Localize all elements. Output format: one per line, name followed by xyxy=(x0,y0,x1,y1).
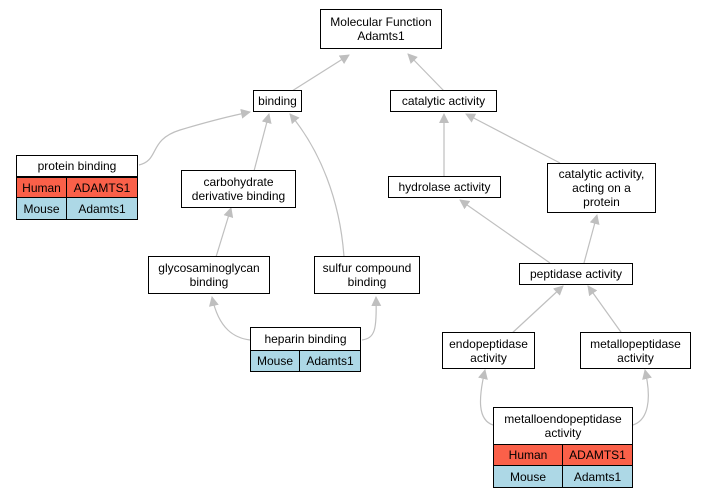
node-carbohydrate-derivative-binding[interactable]: carbohydrate derivative binding xyxy=(181,170,296,208)
edge-peptidase-to-catalytic-protein xyxy=(583,214,600,264)
node-metallopeptidase-activity[interactable]: metallopeptidase activity xyxy=(580,332,691,369)
node-catalytic-activity-acting-on-protein[interactable]: catalytic activity, acting on a protein xyxy=(547,163,656,213)
edge-glycosaminoglycan-to-carbohydrate xyxy=(215,207,234,258)
edge-metalloendo-to-endopeptidase xyxy=(478,369,494,426)
heparin-binding-mouse-gene: Adamts1 xyxy=(299,350,361,372)
edge-metallopeptidase-to-peptidase xyxy=(587,285,624,336)
edge-binding-to-root xyxy=(291,54,350,92)
edge-heparin-to-sulfur xyxy=(361,296,382,341)
edge-heparin-to-glycosaminoglycan xyxy=(208,296,251,341)
metalloendopeptidase-mouse-gene: Adamts1 xyxy=(562,465,633,488)
node-hydrolase-activity[interactable]: hydrolase activity xyxy=(388,176,501,198)
metalloendopeptidase-human-gene: ADAMTS1 xyxy=(562,444,633,466)
edge-protein-binding-to-binding xyxy=(138,108,251,166)
edge-endopeptidase-to-peptidase xyxy=(509,285,564,336)
node-glycosaminoglycan-binding[interactable]: glycosaminoglycan binding xyxy=(148,256,270,294)
protein-binding-mouse-species: Mouse xyxy=(16,197,67,220)
edge-carbohydrate-to-binding xyxy=(253,113,272,172)
metalloendopeptidase-human-species: Human xyxy=(493,444,563,466)
protein-binding-mouse-gene: Adamts1 xyxy=(66,197,138,220)
protein-binding-label: protein binding xyxy=(16,155,138,177)
metalloendopeptidase-label: metalloendopeptidase activity xyxy=(493,407,633,445)
edge-catalytic-protein-to-catalytic xyxy=(465,113,561,164)
protein-binding-human-gene: ADAMTS1 xyxy=(66,177,138,198)
node-endopeptidase-activity[interactable]: endopeptidase activity xyxy=(442,332,535,369)
edge-sulfur-to-binding xyxy=(289,113,345,258)
protein-binding-human-species: Human xyxy=(16,177,67,198)
node-binding[interactable]: binding xyxy=(253,90,302,112)
node-peptidase-activity[interactable]: peptidase activity xyxy=(519,263,633,285)
heparin-binding-mouse-species: Mouse xyxy=(250,350,300,372)
edge-catalytic-to-root xyxy=(407,53,445,92)
edge-peptidase-to-hydrolase xyxy=(459,199,551,264)
node-molecular-function-root[interactable]: Molecular Function Adamts1 xyxy=(320,9,442,49)
node-catalytic-activity[interactable]: catalytic activity xyxy=(390,90,497,112)
metalloendopeptidase-mouse-species: Mouse xyxy=(493,465,563,488)
heparin-binding-label: heparin binding xyxy=(250,327,361,351)
edge-metalloendo-to-metallopeptidase xyxy=(632,369,652,426)
node-sulfur-compound-binding[interactable]: sulfur compound binding xyxy=(314,256,420,294)
